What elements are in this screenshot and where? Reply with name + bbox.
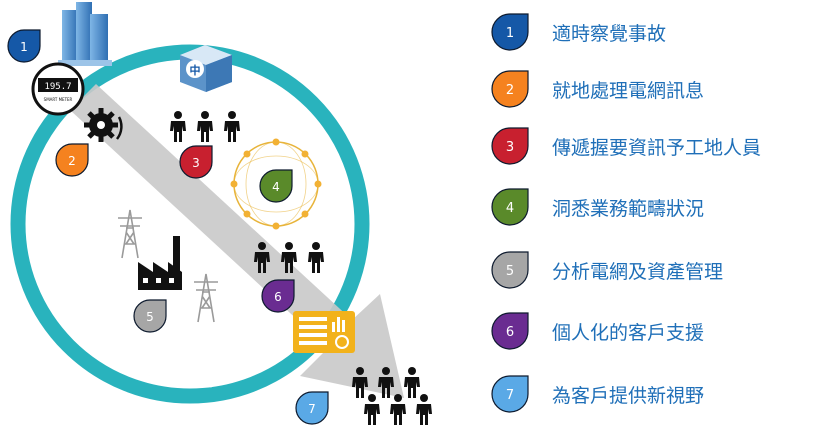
gear-icon [84, 108, 123, 142]
power-pylon-icon [118, 209, 142, 259]
step-1-marker-number: 1 [20, 40, 28, 54]
legend-item-6: 6 個人化的客戶支援 [490, 309, 704, 353]
legend-item-1: 1 適時察覺事故 [490, 10, 666, 54]
dashboard-icon [293, 311, 355, 353]
person-icon [281, 242, 297, 273]
step-4-marker-number: 4 [272, 180, 280, 194]
person-icon [254, 242, 270, 273]
person-icon [352, 367, 368, 398]
person-icon [197, 111, 213, 142]
legend-item-7: 7 為客戶提供新視野 [490, 372, 704, 416]
legend-item-4: 4 洞悉業務範疇狀況 [490, 185, 704, 229]
company-emblem: 中 [190, 63, 201, 77]
step-3-number: 3 [506, 140, 514, 155]
step-2-drop-icon: 2 [491, 70, 529, 108]
meter-label: SMART METER [44, 97, 73, 102]
step-6-drop-icon: 6 [491, 312, 529, 350]
legend-item-3: 3 傳遞握要資訊予工地人員 [490, 124, 761, 168]
step-4-number: 4 [506, 201, 514, 216]
network-globe-icon [230, 138, 322, 230]
person-icon [378, 367, 394, 398]
step-4-marker: 4 [259, 169, 293, 203]
factory-icon [138, 236, 182, 290]
smart-meter-icon: 195.7 SMART METER [31, 62, 85, 116]
step-3-marker-number: 3 [192, 156, 200, 170]
step-7-number: 7 [506, 388, 514, 403]
legend-label-1: 適時察覺事故 [552, 22, 667, 45]
step-6-marker: 6 [261, 279, 295, 313]
ring-label: 電網 [187, 374, 213, 390]
legend: 1 適時察覺事故 2 就地處理電網訊息 3 傳遞握要資訊予工地人員 4 洞悉業務… [490, 0, 830, 442]
legend-label-3: 傳遞握要資訊予工地人員 [552, 136, 762, 159]
step-5-number: 5 [506, 264, 514, 279]
legend-label-4: 洞悉業務範疇狀況 [552, 197, 705, 220]
step-1-marker: 1 [7, 29, 41, 63]
step-2-number: 2 [506, 83, 514, 98]
step-2-marker: 2 [55, 143, 89, 177]
office-building-icon [58, 2, 112, 66]
legend-label-2: 就地處理電網訊息 [552, 79, 705, 102]
person-icon [404, 367, 420, 398]
person-icon [170, 111, 186, 142]
step-6-marker-number: 6 [274, 290, 282, 304]
step-5-marker-number: 5 [146, 310, 154, 324]
person-icon [308, 242, 324, 273]
person-icon [390, 394, 406, 425]
step-7-drop-icon: 7 [491, 375, 529, 413]
legend-label-7: 為客戶提供新視野 [552, 384, 705, 407]
legend-label-6: 個人化的客戶支援 [552, 321, 705, 344]
legend-item-5: 5 分析電網及資產管理 [490, 248, 723, 292]
step-7-marker-number: 7 [308, 402, 316, 416]
step-1-number: 1 [506, 26, 514, 41]
step-4-drop-icon: 4 [491, 188, 529, 226]
step-5-drop-icon: 5 [491, 251, 529, 289]
step-1-drop-icon: 1 [491, 13, 529, 51]
person-icon [416, 394, 432, 425]
step-3-marker: 3 [179, 145, 213, 179]
person-icon [224, 111, 240, 142]
power-pylon-icon [194, 273, 218, 323]
step-7-marker: 7 [295, 391, 329, 425]
step-2-marker-number: 2 [68, 154, 76, 168]
legend-label-5: 分析電網及資產管理 [552, 260, 724, 283]
step-5-marker: 5 [133, 299, 167, 333]
step-6-number: 6 [506, 325, 514, 340]
company-building-icon: 中 [180, 45, 232, 92]
legend-item-2: 2 就地處理電網訊息 [490, 67, 704, 111]
meter-reading: 195.7 [44, 82, 71, 92]
person-icon [364, 394, 380, 425]
step-3-drop-icon: 3 [491, 127, 529, 165]
